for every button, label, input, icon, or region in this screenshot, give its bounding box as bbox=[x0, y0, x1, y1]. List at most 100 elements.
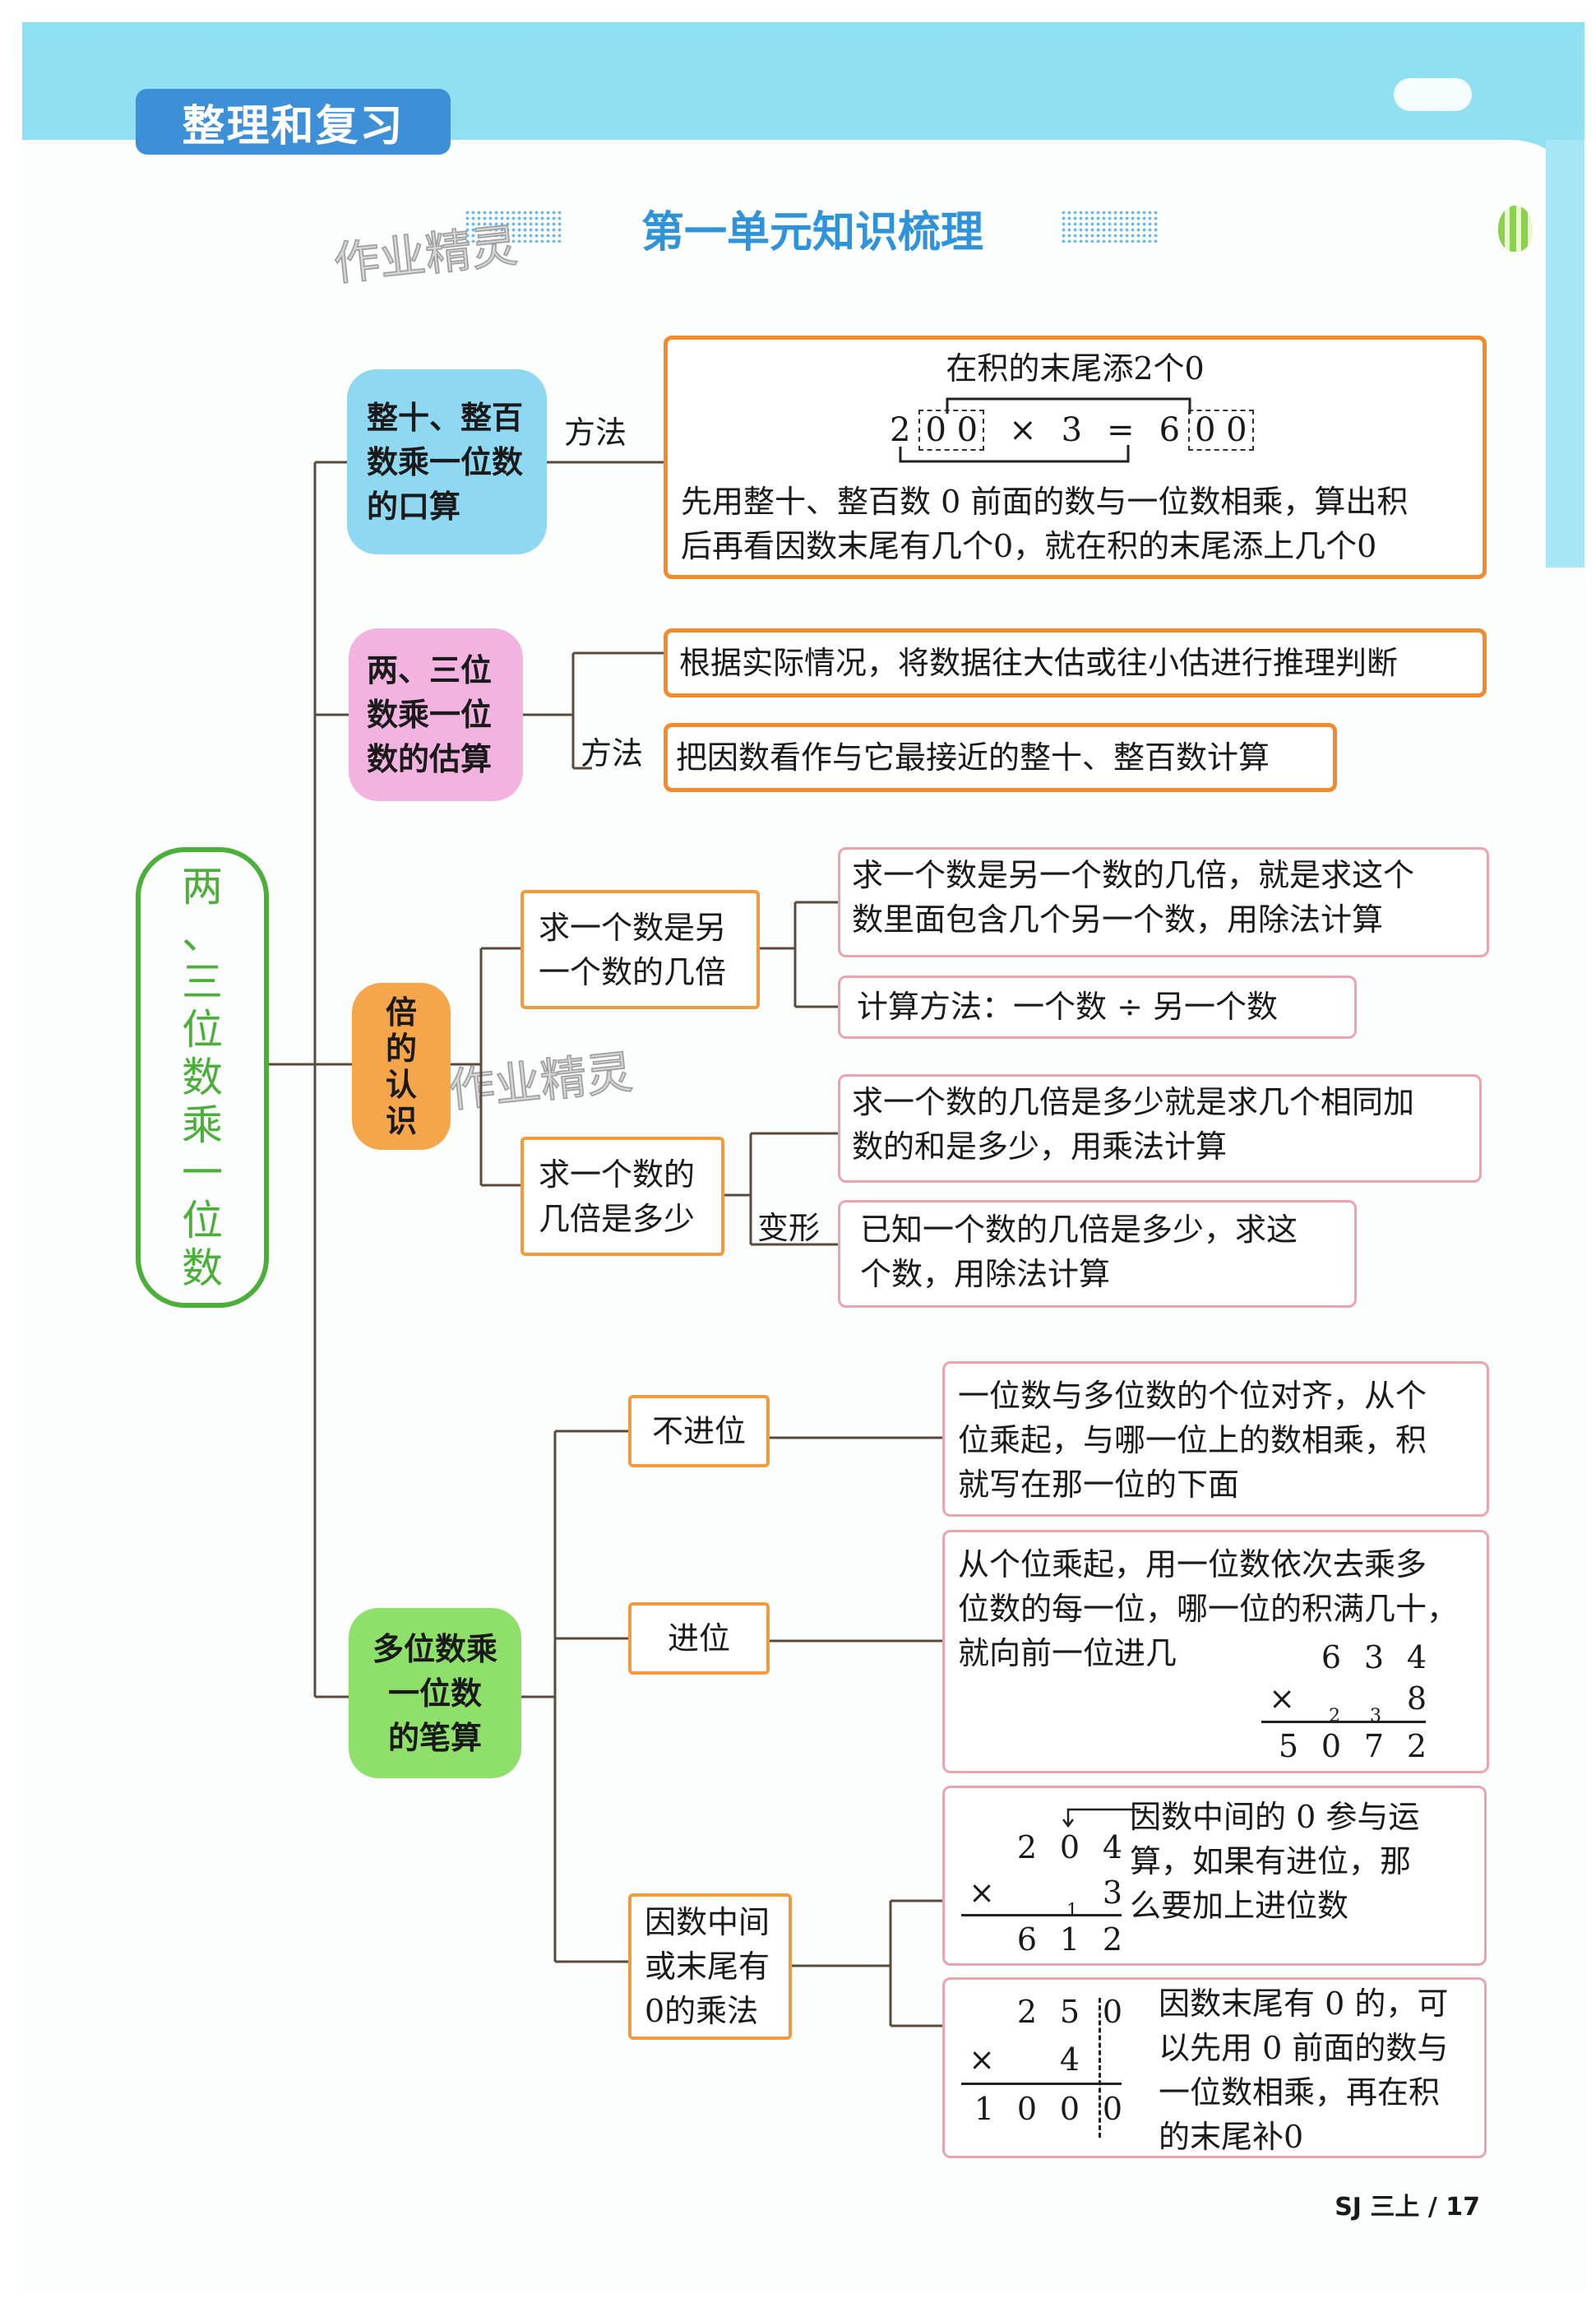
calc-digit: 4 bbox=[1102, 1829, 1123, 1865]
arrow-icon bbox=[1062, 1808, 1140, 1828]
sub-node-carry: 进位 bbox=[628, 1602, 770, 1675]
rule-text: 位数的每一位，哪一位的积满几十， bbox=[958, 1591, 1459, 1627]
caption: 在积的末尾添2个0 bbox=[946, 350, 1205, 387]
rule-box: 已知一个数的几倍是多少，求这个数，用除法计算 bbox=[838, 1200, 1357, 1308]
eq-zeros: 0 0 bbox=[1188, 410, 1254, 451]
estimation-rule: 根据实际情况，将数据往大估或往小估进行推理判断 bbox=[664, 628, 1487, 697]
rule-box: 求一个数是另一个数的几倍，就是求这个数里面包含几个另一个数，用除法计算 bbox=[838, 847, 1489, 957]
calc-digit: 2 bbox=[1016, 1829, 1038, 1865]
sub-line: 求一个数是另 bbox=[539, 909, 727, 946]
calc-digit: 0 bbox=[1059, 2091, 1080, 2127]
node-written-multiplication: 多位数乘一位数的笔算 bbox=[349, 1608, 521, 1778]
rule-text: 数的和是多少，用乘法计算 bbox=[852, 1128, 1228, 1165]
root-node: 两、三位数乘一位数 bbox=[136, 847, 269, 1308]
equation-bracket bbox=[899, 397, 1191, 463]
section-badge: 整理和复习 bbox=[136, 89, 451, 155]
calc-digit: 0 bbox=[1059, 1829, 1080, 1865]
rule-text: 因数中间的 0 参与运 bbox=[1130, 1799, 1420, 1835]
node-line: 两、三位 bbox=[367, 652, 493, 688]
estimation-method: 把因数看作与它最接近的整十、整百数计算 bbox=[664, 723, 1337, 792]
rule-box: 计算方法：一个数 ÷ 另一个数 bbox=[838, 975, 1357, 1039]
root-char: 三 bbox=[182, 958, 223, 1006]
dots-decoration bbox=[1061, 210, 1159, 243]
eq-equals: = bbox=[1107, 411, 1135, 449]
rule-text: 一位数与多位数的个位对齐，从个 bbox=[958, 1378, 1427, 1414]
carry-box: 从个位乘起，用一位数依次去乘多位数的每一位，哪一位的积满几十，就向前一位进几 6… bbox=[942, 1530, 1489, 1773]
sub-node-multiple-of-number: 求一个数的几倍是多少 bbox=[520, 1137, 724, 1256]
node-line: 数乘一位 bbox=[367, 697, 493, 733]
eq-zeros: 0 0 bbox=[918, 410, 985, 451]
calc-times: × bbox=[969, 1874, 995, 1911]
middle-zero-text: 因数中间的 0 参与运算，如果有进位，那么要加上进位数 bbox=[1130, 1795, 1419, 1928]
method-text: 后再看因数末尾有几个0，就在积的末尾添上几个0 bbox=[681, 528, 1377, 564]
node-estimation: 两、三位数乘一位数的估算 bbox=[349, 628, 523, 801]
root-char: 、 bbox=[182, 911, 223, 958]
calc-digit: 2 bbox=[1102, 1921, 1123, 1958]
sub-line: 几倍是多少 bbox=[539, 1200, 696, 1237]
balloon-icon bbox=[1498, 206, 1533, 252]
root-char: 位 bbox=[182, 1006, 223, 1054]
end-zero-text: 因数末尾有 0 的，可以先用 0 前面的数与一位数相乘，再在积的末尾补0 bbox=[1159, 1981, 1448, 2159]
page-number: SJ 三上 / 17 bbox=[1335, 2193, 1480, 2222]
calc-digit: 5 bbox=[1278, 1728, 1299, 1764]
node-line: 数乘一位数 bbox=[367, 443, 524, 480]
root-char: 乘 bbox=[182, 1101, 223, 1149]
rule-text: 的末尾补0 bbox=[1159, 2119, 1304, 2155]
rule-text: 么要加上进位数 bbox=[1130, 1888, 1349, 1924]
rule-text: 已知一个数的几倍是多少，求这 bbox=[860, 1212, 1298, 1248]
node-line: 多位数乘 bbox=[372, 1630, 497, 1667]
variant-label: 变形 bbox=[757, 1210, 821, 1246]
rule-text: 一位数相乘，再在积 bbox=[1159, 2074, 1441, 2111]
eq-times: × bbox=[1009, 411, 1037, 449]
node-line: 的笔算 bbox=[387, 1719, 482, 1756]
rule-text: 以先用 0 前面的数与 bbox=[1159, 2030, 1449, 2066]
calc-times: × bbox=[969, 2041, 995, 2078]
node-multiples: 倍的认识 bbox=[352, 983, 451, 1150]
sub-line: 一个数的几倍 bbox=[539, 953, 727, 990]
root-char: 位 bbox=[182, 1197, 223, 1244]
calc-digit: 1 bbox=[974, 2091, 995, 2127]
dots-decoration bbox=[465, 210, 563, 243]
calc-digit: 0 bbox=[1016, 2091, 1038, 2127]
sky-strip bbox=[1546, 140, 1584, 568]
calc-line bbox=[961, 1914, 1122, 1916]
rule-text: 求一个数是另一个数的几倍，就是求这个 bbox=[852, 857, 1415, 893]
rule-text: 位乘起，与哪一位上的数相乘，积 bbox=[958, 1422, 1427, 1458]
rule-text: 数里面包含几个另一个数，用除法计算 bbox=[852, 901, 1384, 938]
calc-digit: 6 bbox=[1321, 1639, 1342, 1675]
middle-zero-box: 因数中间的 0 参与运算，如果有进位，那么要加上进位数 2 0 4 × 1 3 … bbox=[942, 1786, 1487, 1966]
calc-digit: 4 bbox=[1059, 2041, 1080, 2078]
end-zero-calculation: 2 5 0 × 4 1 0 0 0 bbox=[961, 1990, 1142, 2154]
equation: 2 0 0 × 3 = 6 0 0 bbox=[890, 410, 1254, 451]
calc-digit: 6 bbox=[1016, 1921, 1038, 1958]
rule-text: 因数末尾有 0 的，可 bbox=[1159, 1986, 1449, 2022]
method-label: 方法 bbox=[581, 735, 644, 772]
calc-digit: 4 bbox=[1406, 1639, 1427, 1675]
calc-digit: 3 bbox=[1102, 1874, 1123, 1911]
sub-node-how-many-times: 求一个数是另一个数的几倍 bbox=[520, 890, 760, 1009]
page-title: 第一单元知识梳理 bbox=[641, 208, 983, 257]
method-box: 在积的末尾添2个0 2 0 0 × 3 = 6 0 0 先用整十、整百数 0 前… bbox=[664, 336, 1487, 579]
calc-digit: 0 bbox=[1102, 1994, 1123, 2030]
root-char: 一 bbox=[182, 1149, 223, 1197]
rule-text: 个数，用除法计算 bbox=[860, 1256, 1111, 1292]
sub-line: 0的乘法 bbox=[645, 1993, 759, 2029]
calc-digit: 8 bbox=[1406, 1680, 1427, 1717]
node-char: 识 bbox=[385, 1102, 417, 1139]
calc-dashed-divider bbox=[1099, 1998, 1101, 2138]
rule-box: 求一个数的几倍是多少就是求几个相同加数的和是多少，用乘法计算 bbox=[838, 1074, 1482, 1183]
rule-text: 就写在那一位的下面 bbox=[958, 1467, 1240, 1503]
calc-digit: 7 bbox=[1363, 1728, 1385, 1764]
sub-line: 或末尾有 bbox=[645, 1949, 770, 1985]
calc-line bbox=[961, 2083, 1122, 2085]
sub-node-no-carry: 不进位 bbox=[628, 1395, 770, 1467]
root-char: 两 bbox=[182, 863, 223, 911]
calc-digit: 2 bbox=[1406, 1728, 1427, 1764]
calc-line bbox=[1261, 1721, 1426, 1723]
calc-digit: 3 bbox=[1363, 1639, 1385, 1675]
rule-text: 从个位乘起，用一位数依次去乘多 bbox=[958, 1546, 1427, 1582]
method-text: 先用整十、整百数 0 前面的数与一位数相乘，算出积 bbox=[681, 484, 1409, 520]
node-char: 的 bbox=[385, 1030, 417, 1067]
